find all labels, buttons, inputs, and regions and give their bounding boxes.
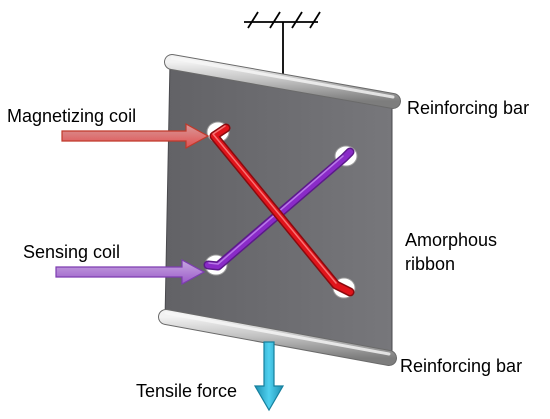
sensing-arrow	[55, 258, 206, 286]
label-magnetizing-coil: Magnetizing coil	[7, 106, 137, 126]
magnetizing-coil	[209, 123, 355, 297]
label-tensile-force: Tensile force	[136, 381, 238, 401]
label-reinforcing-bar-bottom: Reinforcing bar	[400, 356, 523, 376]
label-reinforcing-bar-top: Reinforcing bar	[407, 98, 530, 118]
reinforcing-bar-bottom	[158, 309, 397, 366]
ground-symbol	[244, 11, 321, 76]
magnetizing-arrow	[61, 122, 210, 150]
label-ribbon: ribbon	[405, 254, 456, 274]
label-amorphous: Amorphous	[405, 230, 498, 250]
reinforcing-bar-top	[164, 54, 401, 109]
label-sensing-coil: Sensing coil	[23, 242, 121, 262]
tensile-force-arrow	[253, 341, 285, 412]
